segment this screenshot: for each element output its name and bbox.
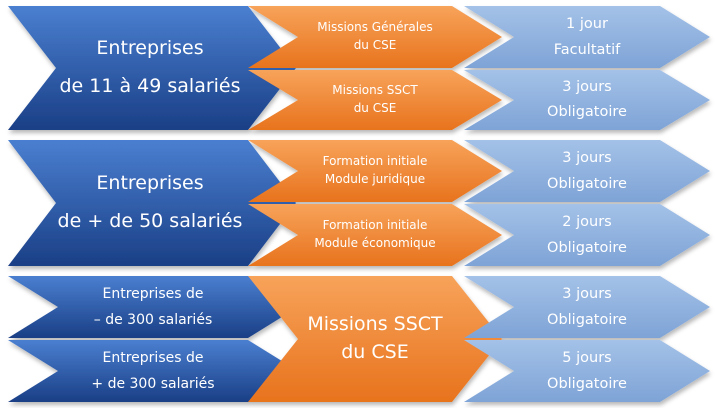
duration-status: Obligatoire [547, 311, 627, 328]
training-label-module-juridique: Formation initiale Module juridique [290, 140, 460, 202]
duration-chevron-6 [464, 340, 710, 402]
duration-label-3: 3 jours Obligatoire [504, 140, 670, 202]
company-label-11-49: Entreprises de 11 à 49 salariés [40, 22, 260, 114]
duration-chevron-4 [464, 204, 710, 266]
duration-value: 2 jours [562, 213, 612, 230]
training-chevron-module-economique [248, 204, 502, 266]
duration-status: Obligatoire [547, 175, 627, 192]
training-chevron-missions-ssct-2 [248, 276, 502, 402]
duration-chevron-2 [464, 70, 710, 130]
training-line2: du CSE [353, 38, 397, 52]
duration-value: 5 jours [562, 349, 612, 366]
training-label-missions-ssct-2: Missions SSCT du CSE [290, 276, 460, 402]
duration-value: 3 jours [562, 78, 612, 95]
duration-label-1: 1 jour Facultatif [504, 6, 670, 68]
company-chevron-50-plus [8, 140, 296, 266]
duration-chevron-3 [464, 140, 710, 202]
company-line2: – de 300 salariés [93, 311, 213, 328]
duration-value: 3 jours [562, 149, 612, 166]
training-chevron-module-juridique [248, 140, 502, 202]
training-line2: Module juridique [324, 172, 426, 186]
training-line1: Missions SSCT [332, 83, 418, 98]
company-line2: + de 300 salariés [91, 375, 215, 392]
company-chevron-more-300 [8, 340, 298, 402]
training-line1: Formation initiale [322, 154, 428, 169]
training-label-missions-ssct-1: Missions SSCT du CSE [290, 70, 460, 130]
training-line1: Missions SSCT [307, 313, 443, 336]
duration-chevron-1 [464, 6, 710, 68]
duration-label-4: 2 jours Obligatoire [504, 204, 670, 266]
duration-value: 3 jours [562, 285, 612, 302]
company-line2: de 11 à 49 salariés [59, 75, 241, 98]
company-label-less-300: Entreprises de – de 300 salariés [48, 276, 258, 338]
duration-status: Obligatoire [547, 239, 627, 256]
duration-status: Obligatoire [547, 375, 627, 392]
duration-label-2: 3 jours Obligatoire [504, 70, 670, 130]
company-line1: Entreprises [96, 171, 204, 194]
duration-label-6: 5 jours Obligatoire [504, 340, 670, 402]
company-line1: Entreprises de [102, 285, 204, 302]
training-line2: du CSE [341, 341, 409, 363]
duration-value: 1 jour [566, 15, 608, 32]
duration-status: Obligatoire [547, 104, 627, 121]
company-label-more-300: Entreprises de + de 300 salariés [48, 340, 258, 402]
company-line1: Entreprises [96, 37, 204, 60]
company-line1: Entreprises de [102, 349, 204, 366]
training-line2: Module économique [314, 236, 436, 250]
training-line1: Missions Générales [317, 20, 433, 35]
training-line1: Formation initiale [322, 218, 428, 233]
training-label-missions-generales: Missions Générales du CSE [290, 6, 460, 68]
training-line2: du CSE [353, 101, 397, 115]
company-chevron-less-300 [8, 276, 298, 338]
company-chevron-11-49 [8, 6, 296, 130]
duration-status: Facultatif [553, 41, 621, 58]
duration-label-5: 3 jours Obligatoire [504, 276, 670, 338]
training-chevron-missions-generales [248, 6, 502, 68]
company-line2: de + de 50 salariés [57, 210, 243, 233]
training-chevron-missions-ssct-1 [248, 70, 502, 130]
company-label-50-plus: Entreprises de + de 50 salariés [40, 156, 260, 250]
duration-chevron-5 [464, 276, 710, 338]
training-label-module-economique: Formation initiale Module économique [290, 204, 460, 266]
